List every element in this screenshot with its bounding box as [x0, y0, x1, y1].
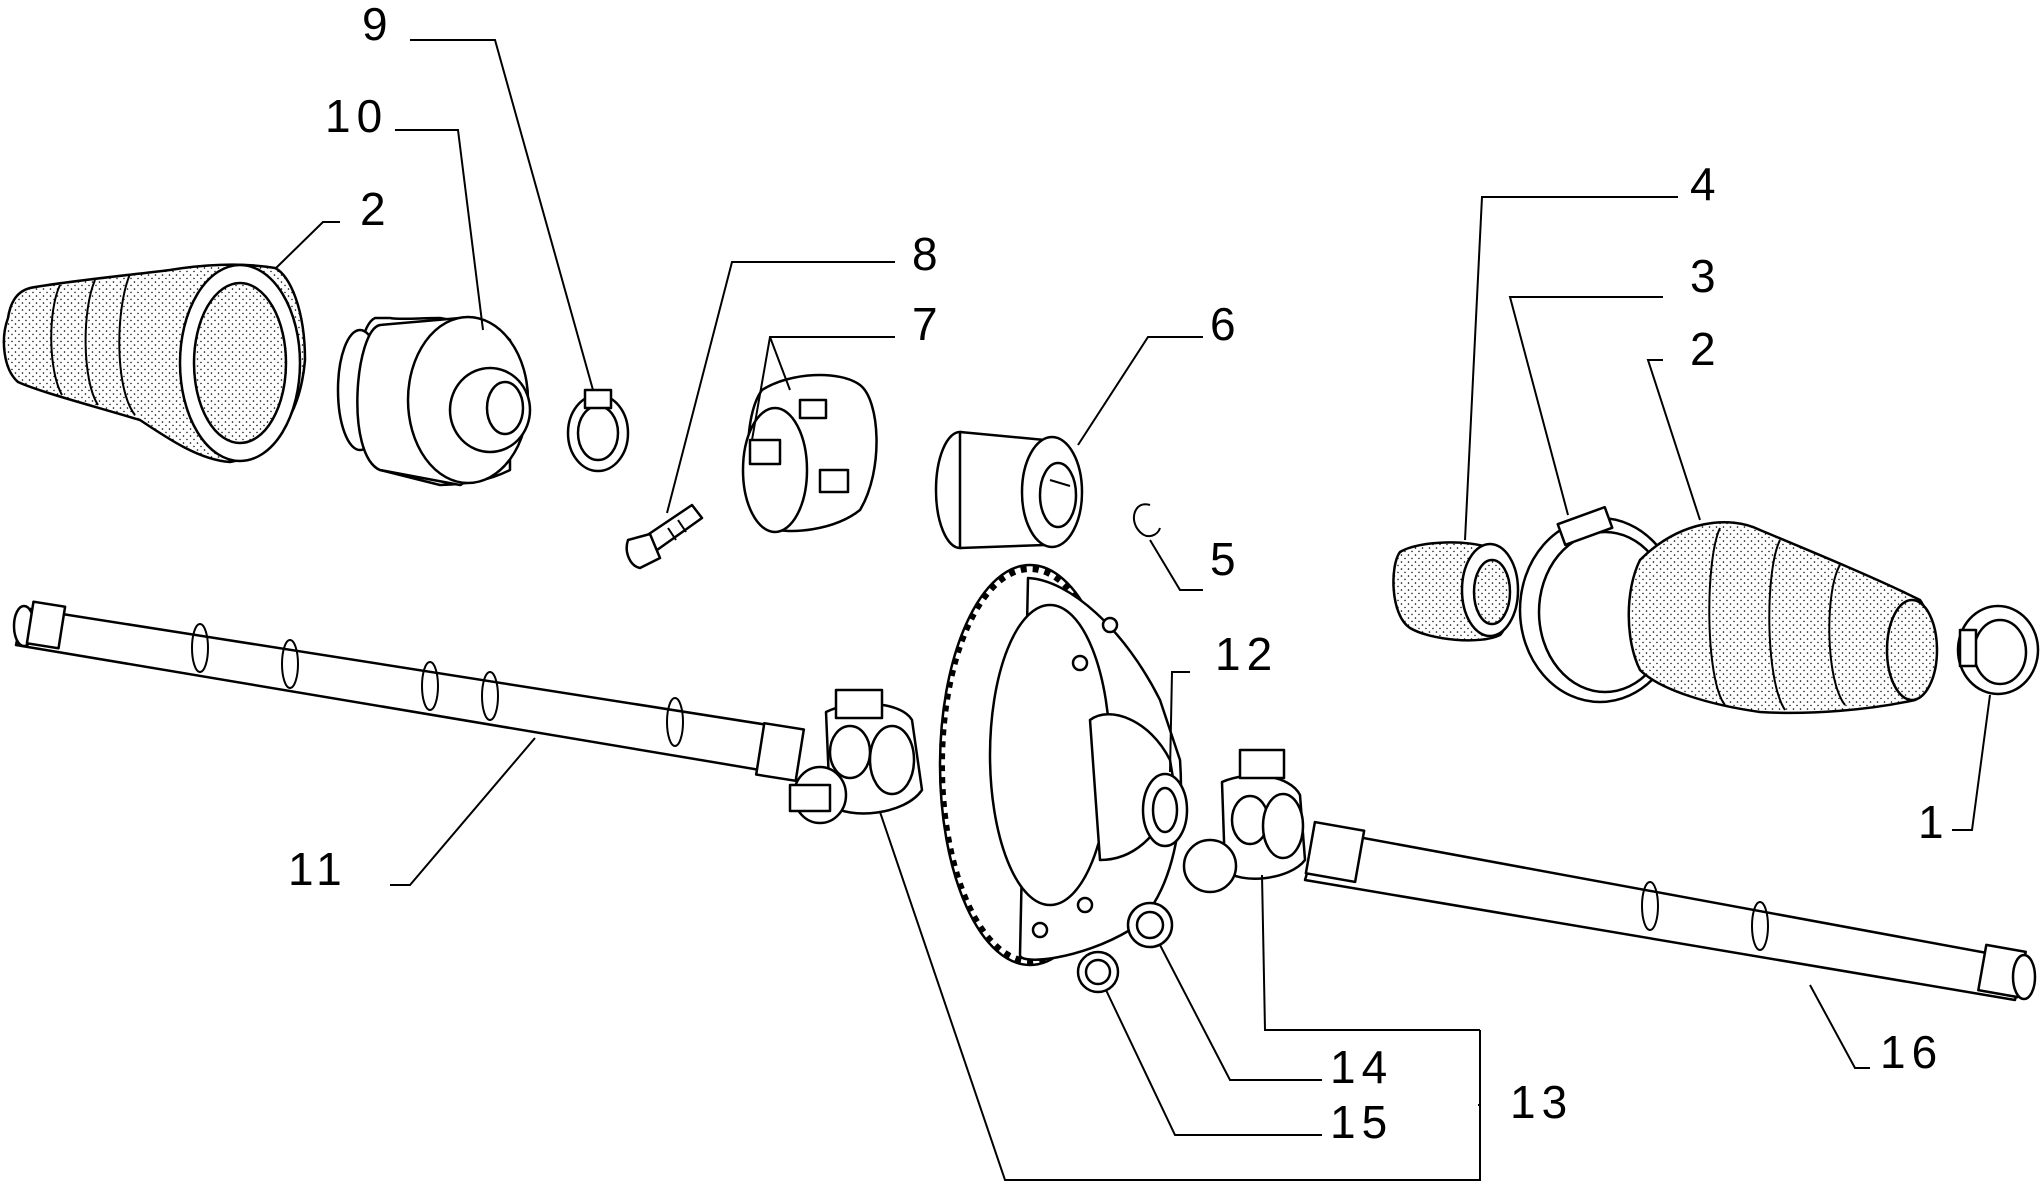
leader-2a	[275, 221, 340, 269]
leader-2b	[1646, 359, 1701, 521]
leader-4	[1464, 196, 1678, 541]
right-differential-spider	[1182, 748, 1307, 894]
outer-boot-part-2	[1627, 520, 1939, 715]
washer-part-15	[1076, 950, 1120, 994]
crown-gear	[938, 563, 1183, 967]
leader-7b	[769, 336, 791, 391]
leader-15	[1105, 989, 1322, 1136]
leader-3	[1508, 296, 1663, 516]
right-shaft-part-16	[1303, 820, 2037, 1002]
callout-12: 12	[1215, 628, 1278, 680]
callout-13: 13	[1510, 1076, 1573, 1128]
circlip-part-5	[1132, 503, 1161, 538]
leader-13	[879, 811, 1481, 1181]
leader-12	[1169, 671, 1190, 773]
callout-9: 9	[362, 0, 394, 50]
callout-3: 3	[1690, 250, 1722, 302]
callout-4: 4	[1690, 158, 1722, 210]
leader-lines	[275, 39, 1991, 1181]
callout-15: 15	[1330, 1096, 1393, 1148]
callout-2-left: 2	[360, 183, 392, 235]
bolt-part-8	[625, 503, 704, 570]
joint-housing-part-10	[336, 315, 532, 487]
callout-6: 6	[1210, 298, 1242, 350]
callout-5: 5	[1210, 533, 1242, 585]
callout-14: 14	[1330, 1041, 1393, 1093]
callout-2-right: 2	[1690, 323, 1722, 375]
washer-part-12	[1141, 772, 1189, 848]
leader-8	[666, 261, 895, 514]
small-clamp-part-9	[566, 388, 630, 473]
leader-13b	[1261, 874, 1480, 1031]
leader-9	[410, 39, 594, 391]
leader-6	[1077, 336, 1203, 446]
left-differential-spider	[788, 688, 924, 825]
bushing-part-6	[934, 430, 1084, 550]
tripod-part-7	[741, 373, 878, 534]
left-shaft-part-11	[12, 600, 806, 783]
leader-11	[390, 737, 536, 886]
callout-7: 7	[912, 298, 944, 350]
leader-10	[395, 129, 484, 331]
left-boot-part-2	[2, 263, 307, 464]
callout-11: 11	[288, 843, 348, 895]
callout-16: 16	[1880, 1026, 1943, 1078]
leader-16	[1809, 984, 1870, 1069]
callout-8: 8	[912, 228, 944, 280]
callout-10: 10	[325, 90, 388, 142]
ring-clamp-part-1	[1956, 604, 2040, 696]
inner-boot-part-4	[1392, 541, 1520, 642]
leader-1	[1952, 694, 1991, 831]
callout-1: 1	[1918, 796, 1950, 848]
washer-part-14	[1126, 901, 1174, 949]
callout-labels: 9 10 2 8 7 6 5 4 3 2 1 12 11 14 15 13 16	[288, 0, 1950, 1148]
leader-5	[1149, 539, 1203, 591]
leader-14	[1159, 944, 1322, 1081]
